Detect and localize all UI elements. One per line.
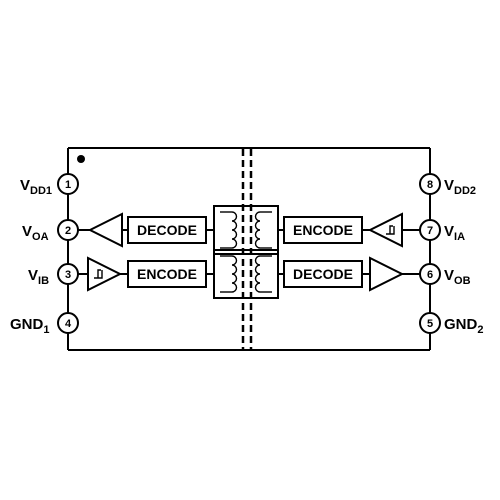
decode-label: DECODE — [293, 266, 353, 282]
pin-label: GND1 — [10, 316, 49, 336]
encode-label: ENCODE — [293, 222, 353, 238]
pin-number: 1 — [65, 179, 71, 191]
pin1-indicator-dot — [77, 155, 85, 163]
encode-label: ENCODE — [137, 266, 197, 282]
schmitt-trigger-b-icon — [87, 256, 123, 292]
transformer-b-icon — [213, 249, 279, 299]
decode-block-b: DECODE — [283, 260, 363, 288]
output-buffer-a-icon — [87, 212, 123, 248]
output-buffer-b-icon — [369, 256, 405, 292]
pin-number: 7 — [427, 225, 433, 237]
pin-1: 1 VDD1 — [20, 173, 79, 197]
pin-label: VDD2 — [444, 177, 476, 197]
pin-number: 6 — [427, 269, 433, 281]
pin-label: VIA — [444, 223, 465, 243]
schmitt-trigger-a-icon — [367, 212, 403, 248]
pin-6: 6 VOB — [419, 263, 471, 287]
encode-block-a: ENCODE — [283, 216, 363, 244]
encode-block-b: ENCODE — [127, 260, 207, 288]
pin-5: 5 GND2 — [419, 312, 483, 336]
pin-label: VOA — [22, 223, 49, 243]
pin-7: 7 VIA — [419, 219, 465, 243]
pin-number: 2 — [65, 225, 71, 237]
pin-label: VOB — [444, 267, 471, 287]
pin-number: 8 — [427, 179, 433, 191]
pin-number: 3 — [65, 269, 71, 281]
pin-number: 5 — [427, 318, 433, 330]
pin-3: 3 VIB — [28, 263, 79, 287]
pin-4: 4 GND1 — [10, 312, 79, 336]
pin-label: VDD1 — [20, 177, 52, 197]
pin-label: GND2 — [444, 316, 483, 336]
pin-number: 4 — [65, 318, 72, 330]
package-outline — [67, 147, 431, 351]
pin-2: 2 VOA — [22, 219, 79, 243]
decode-block-a: DECODE — [127, 216, 207, 244]
pin-label: VIB — [28, 267, 49, 287]
transformer-a-icon — [213, 205, 279, 255]
pin-8: 8 VDD2 — [419, 173, 476, 197]
decode-label: DECODE — [137, 222, 197, 238]
